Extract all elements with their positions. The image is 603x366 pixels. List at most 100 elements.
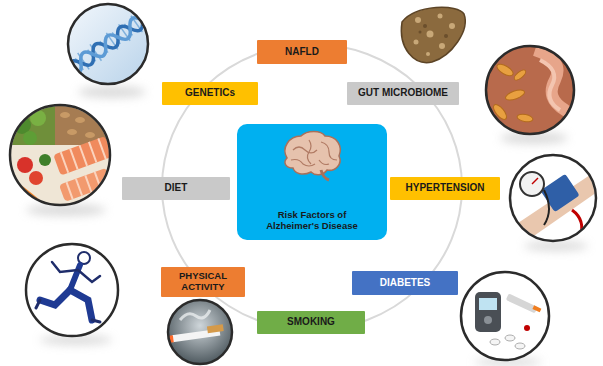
cigarette-picture xyxy=(168,300,232,364)
gut-picture xyxy=(486,46,574,140)
liver-picture xyxy=(426,52,430,56)
gut-picture xyxy=(540,60,560,110)
diabetes-picture xyxy=(484,316,492,324)
risk-factor-label: DIET xyxy=(165,182,188,194)
runner-picture xyxy=(78,270,100,282)
brain-picture xyxy=(321,170,329,180)
liver-picture xyxy=(444,34,448,38)
risk-factor-box: DIET xyxy=(122,177,230,200)
risk-factor-label: HYPERTENSION xyxy=(406,182,485,194)
cigarette-picture xyxy=(207,324,224,333)
diet-picture xyxy=(10,105,115,204)
diabetes-picture xyxy=(524,325,530,331)
runner-picture xyxy=(26,244,118,336)
risk-factor-box: PHYSICAL ACTIVITY xyxy=(161,267,245,297)
cigarette-picture xyxy=(168,300,232,364)
diabetes-picture xyxy=(475,292,501,332)
diet-picture xyxy=(23,131,37,145)
liver-picture xyxy=(423,24,427,28)
brain-picture xyxy=(291,160,315,167)
runner-picture xyxy=(52,262,78,272)
blood-pressure-picture xyxy=(544,190,549,225)
brain-picture xyxy=(291,140,337,166)
diabetes-picture xyxy=(505,335,515,341)
dna-picture xyxy=(68,4,148,84)
drop-shadows xyxy=(524,241,588,251)
gut-picture xyxy=(513,68,528,82)
diet-picture xyxy=(85,132,95,138)
cigarette-picture xyxy=(168,310,224,343)
brain-picture xyxy=(285,132,340,175)
diabetes-picture xyxy=(475,292,541,349)
cigarette-picture xyxy=(180,310,210,320)
diet-picture xyxy=(75,117,85,123)
gut-picture xyxy=(486,46,574,134)
diabetes-picture xyxy=(532,305,541,312)
diabetes-picture xyxy=(461,272,549,360)
risk-factor-label: GENETICs xyxy=(185,87,235,99)
diet-picture xyxy=(60,109,100,138)
liver-picture xyxy=(415,17,421,23)
runner-picture xyxy=(70,290,92,320)
liver-picture xyxy=(419,24,449,38)
risk-factor-box: GENETICs xyxy=(162,82,258,105)
runner-picture xyxy=(36,252,100,322)
center-title-box: Risk Factors of Alzheimer's Disease xyxy=(237,124,387,240)
diet-picture xyxy=(17,157,33,173)
diet-picture xyxy=(10,105,110,205)
diet-picture xyxy=(10,105,115,205)
diabetes-picture xyxy=(461,272,549,360)
gut-picture xyxy=(486,46,574,134)
liver-picture xyxy=(414,14,456,57)
risk-factor-box: SMOKING xyxy=(257,311,365,334)
liver-picture xyxy=(439,43,445,49)
risk-factor-box: DIABETES xyxy=(352,271,458,295)
risk-factor-label: NAFLD xyxy=(285,46,319,58)
diet-picture xyxy=(90,109,100,115)
gut-picture xyxy=(504,88,526,102)
blood-pressure-picture xyxy=(510,155,596,241)
drop-shadows xyxy=(78,86,146,98)
brain-picture xyxy=(321,142,337,160)
gut-picture xyxy=(517,113,534,123)
cigarette-picture xyxy=(168,300,232,364)
runner-picture xyxy=(26,244,118,336)
drop-shadows xyxy=(26,86,588,366)
risk-factor-label: GUT MICROBIOME xyxy=(358,87,448,99)
diet-picture xyxy=(39,154,51,166)
risk-factor-label: SMOKING xyxy=(287,316,335,328)
diabetes-picture xyxy=(490,335,525,349)
diabetes-picture xyxy=(461,272,549,360)
diabetes-picture xyxy=(506,294,538,314)
brain-picture xyxy=(319,160,329,165)
gut-picture xyxy=(491,62,533,123)
gut-picture xyxy=(495,62,515,78)
blood-pressure-picture xyxy=(532,178,538,184)
diet-picture xyxy=(61,138,106,172)
risk-factor-box: HYPERTENSION xyxy=(390,177,500,200)
liver-picture xyxy=(401,7,465,62)
gut-picture xyxy=(491,103,509,122)
title-text: Risk Factors of Alzheimer's Disease xyxy=(253,210,371,232)
diet-picture xyxy=(29,171,43,185)
liver-picture xyxy=(419,31,422,34)
risk-factor-label: DIABETES xyxy=(380,277,431,289)
brain-picture xyxy=(293,147,317,153)
brain-picture xyxy=(307,140,311,164)
liver-picture xyxy=(449,23,455,29)
diet-picture xyxy=(60,112,70,118)
blood-pressure-picture xyxy=(515,172,600,240)
runner-picture xyxy=(92,320,100,322)
diabetes-picture xyxy=(515,343,525,349)
runner-picture xyxy=(26,244,118,336)
diabetes-picture xyxy=(479,298,497,310)
runner-picture xyxy=(70,265,80,290)
brain-picture xyxy=(279,130,345,182)
runner-picture xyxy=(36,300,40,308)
liver-picture xyxy=(401,7,465,62)
diet-picture xyxy=(67,129,77,135)
gut-picture xyxy=(491,50,571,140)
dna-picture xyxy=(68,4,148,84)
blood-pressure-picture xyxy=(510,155,600,241)
